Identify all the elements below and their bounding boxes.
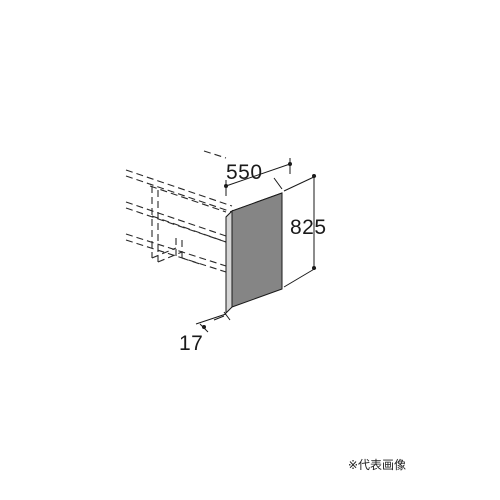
- side-panel-face: [231, 192, 283, 308]
- reference-cabinet-outline: [125, 150, 233, 273]
- height-dimension-label: 825: [290, 216, 327, 239]
- thickness-dimension: [195, 311, 231, 333]
- width-dimension-end-dot-left: [224, 184, 228, 188]
- width-dimension-label: 550: [226, 161, 263, 184]
- side-panel-front-edge: [225, 209, 233, 315]
- side-panel: [225, 192, 283, 315]
- height-dimension-end-dot-bottom: [312, 266, 316, 270]
- width-dimension-end-dot-right: [288, 162, 292, 166]
- height-dimension-end-dot-top: [312, 174, 316, 178]
- height-dimension: [283, 175, 317, 288]
- thickness-dimension-end-dot: [202, 325, 206, 329]
- representative-image-note: ※代表画像: [348, 458, 407, 472]
- thickness-dimension-label: 17: [179, 332, 204, 355]
